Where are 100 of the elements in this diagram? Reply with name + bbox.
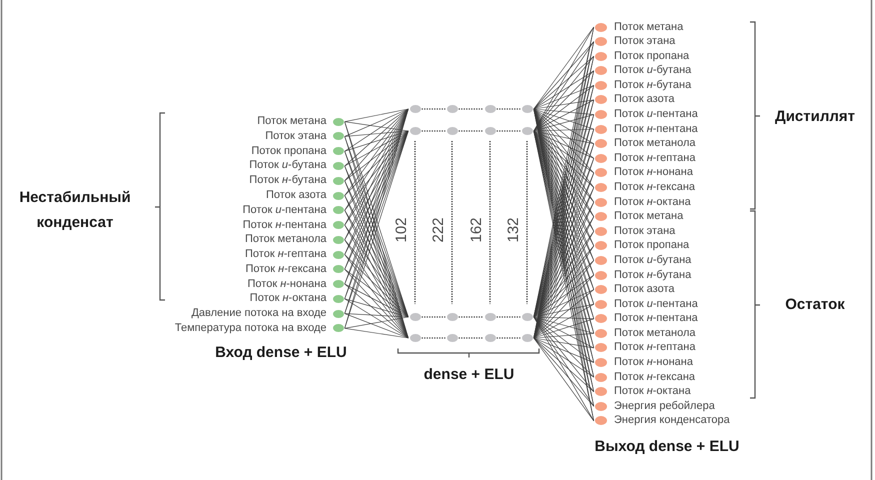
connection-line bbox=[344, 269, 409, 318]
hidden-neuron bbox=[522, 127, 532, 135]
connection-line bbox=[533, 338, 594, 378]
output-neuron bbox=[595, 198, 607, 207]
connection-line bbox=[344, 130, 409, 166]
neuron-label: Поток метанола bbox=[614, 137, 696, 150]
input-neuron bbox=[332, 265, 344, 274]
input-neuron bbox=[332, 176, 344, 185]
output-neuron bbox=[595, 314, 607, 324]
output-neuron bbox=[595, 154, 607, 163]
neuron-label: Поток н-нонана bbox=[614, 356, 693, 370]
group-label: Дистиллят bbox=[775, 108, 855, 126]
dotted-connection-line bbox=[422, 130, 446, 132]
neuron-label: Поток н-гексана bbox=[614, 180, 696, 194]
connection-line bbox=[533, 130, 594, 144]
connection-line bbox=[533, 316, 594, 392]
connection-line bbox=[533, 316, 594, 378]
output-neuron bbox=[595, 124, 607, 134]
dotted-connection-line bbox=[458, 316, 484, 318]
connection-line bbox=[344, 108, 409, 137]
connection-line bbox=[533, 260, 594, 338]
dotted-connection-line bbox=[458, 108, 484, 110]
hidden-neuron bbox=[410, 334, 420, 342]
neuron-label: Поток метана bbox=[257, 115, 326, 128]
dotted-connection-line bbox=[496, 337, 520, 339]
unit-count: 222 bbox=[431, 217, 447, 243]
neuron-label: Поток н-пентана bbox=[614, 122, 698, 136]
output-neuron bbox=[595, 182, 607, 192]
neuron-label: Поток пропана bbox=[251, 144, 326, 158]
connection-line bbox=[344, 108, 409, 122]
connection-line bbox=[533, 338, 594, 348]
unit-count: 162 bbox=[469, 217, 485, 243]
connection-line bbox=[344, 108, 409, 166]
neuron-label: Поток пропана bbox=[614, 50, 690, 63]
connection-line bbox=[533, 108, 594, 115]
hidden-neuron bbox=[484, 127, 496, 135]
connection-line bbox=[344, 284, 409, 318]
output-neuron bbox=[595, 139, 607, 148]
output-neuron bbox=[595, 372, 607, 382]
output-neuron bbox=[595, 168, 607, 178]
output-neuron bbox=[595, 226, 607, 236]
connection-line bbox=[344, 130, 409, 196]
input-neuron bbox=[332, 280, 344, 288]
connection-line bbox=[344, 298, 409, 338]
connection-line bbox=[533, 274, 594, 318]
hidden-neuron bbox=[522, 105, 532, 113]
connection-line bbox=[344, 130, 409, 182]
connection-line bbox=[344, 130, 409, 137]
layer-label: Вход dense + ELU bbox=[215, 344, 347, 362]
connection-line bbox=[533, 289, 594, 338]
layer-label: dense + ELU bbox=[424, 366, 514, 384]
neuron-label: Поток н-бутана bbox=[614, 78, 692, 92]
connection-line bbox=[533, 85, 594, 110]
connection-line bbox=[533, 338, 594, 363]
input-neuron bbox=[332, 310, 344, 318]
connection-line bbox=[344, 254, 409, 338]
output-neuron bbox=[595, 387, 607, 396]
neuron-label: Поток н-нонана bbox=[614, 166, 693, 180]
hidden-neuron bbox=[446, 127, 458, 135]
neuron-label: Поток метана bbox=[614, 210, 684, 224]
dotted-connection-line bbox=[496, 130, 520, 132]
output-neuron bbox=[595, 256, 607, 265]
output-neuron bbox=[595, 416, 607, 426]
output-neuron bbox=[595, 343, 607, 352]
neuron-label: Поток н-нонана bbox=[248, 278, 326, 291]
connection-line bbox=[533, 128, 594, 132]
input-neuron bbox=[332, 206, 344, 214]
dotted-connection-line bbox=[496, 108, 520, 110]
neuron-label: Поток н-бутана bbox=[614, 268, 692, 282]
dotted-connection-line bbox=[458, 337, 484, 339]
connection-line bbox=[533, 304, 594, 318]
input-neuron bbox=[332, 192, 344, 200]
neuron-label: Поток н-гексана bbox=[245, 262, 326, 276]
neuron-label: Поток и-бутана bbox=[614, 254, 692, 267]
input-neuron bbox=[332, 162, 344, 170]
connection-line bbox=[344, 316, 409, 329]
dotted-connection-line bbox=[422, 316, 446, 318]
neuron-label: Поток н-гексана bbox=[614, 370, 696, 384]
output-neuron bbox=[595, 80, 607, 90]
group-label: Нестабильный конденсат bbox=[18, 188, 132, 233]
group-label: Остаток bbox=[785, 296, 845, 314]
connection-line bbox=[533, 108, 594, 188]
unit-count: 132 bbox=[506, 217, 522, 243]
connection-line bbox=[533, 316, 594, 320]
hidden-neuron bbox=[446, 313, 458, 321]
neuron-label: Энергия конденсатора bbox=[614, 414, 730, 428]
neuron-label: Поток метанола bbox=[244, 233, 326, 246]
neuron-label: Температура потока на входе bbox=[174, 322, 326, 335]
connection-line bbox=[533, 100, 594, 132]
output-neuron bbox=[595, 95, 607, 104]
connection-line bbox=[533, 338, 594, 407]
input-neuron bbox=[332, 132, 344, 140]
hidden-neuron bbox=[446, 334, 458, 342]
dotted-connection-line bbox=[458, 130, 484, 132]
connection-line bbox=[344, 284, 409, 338]
connection-line bbox=[344, 130, 409, 152]
connection-line bbox=[344, 328, 409, 338]
neuron-label: Поток и-пентана bbox=[614, 108, 698, 122]
hidden-neuron bbox=[410, 313, 420, 321]
connection-line bbox=[344, 313, 409, 318]
